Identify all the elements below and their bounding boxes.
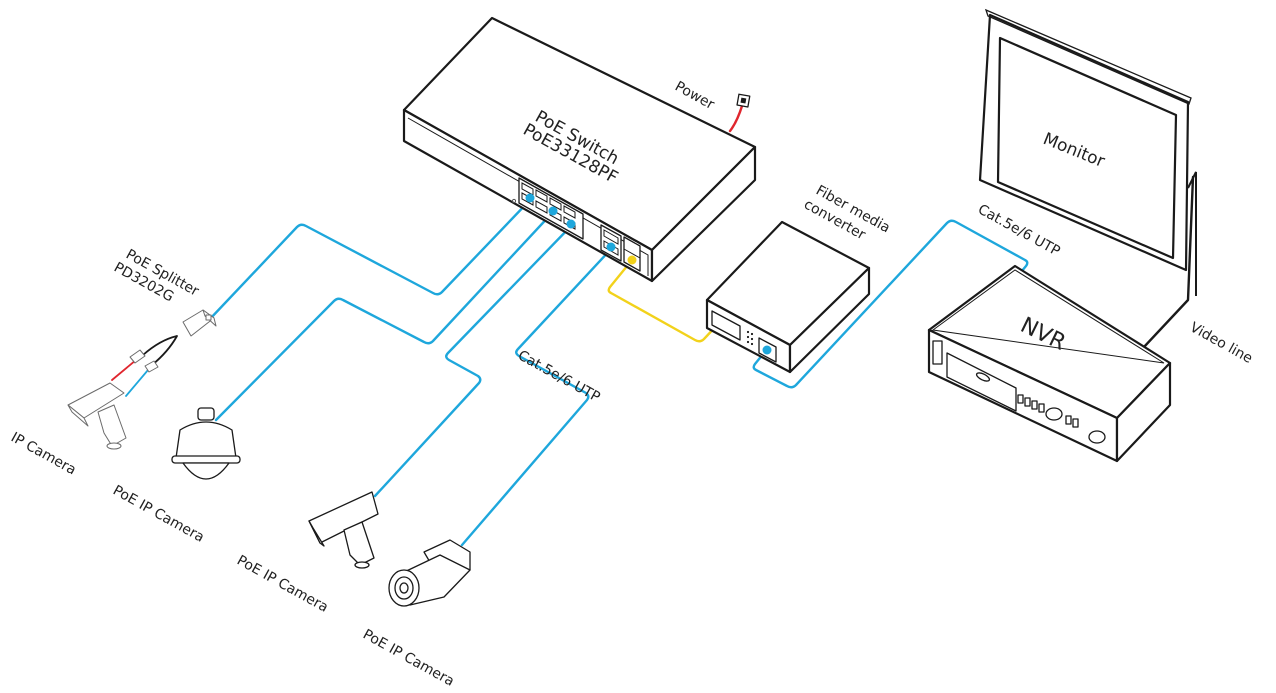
ip-camera-label: IP Camera [8, 430, 79, 479]
nvr-disk-tray [946, 352, 1017, 412]
bullet-camera-label: PoE IP Camera [360, 627, 457, 690]
nvr-side [1115, 361, 1172, 463]
converter-side [788, 266, 871, 374]
dome-camera-label: PoE IP Camera [110, 483, 207, 546]
cable-fiber-switch-to-converter [607, 258, 721, 343]
splitter-power-plug [129, 349, 146, 364]
bullet-camera-lens [399, 582, 409, 594]
dome-camera-housing [175, 421, 237, 459]
switch-port-2-connector[interactable] [548, 206, 558, 216]
nvr[interactable]: NVR [927, 264, 1172, 463]
power-label: Power [672, 79, 717, 114]
box-camera-body [308, 491, 379, 544]
cable-switch-to-splitter [207, 197, 533, 322]
switch-uplink-connector[interactable] [606, 242, 616, 252]
splitter-data-plug [144, 360, 159, 373]
converter-sfp-port [711, 310, 741, 341]
cable-video-nvr-to-monitor [1141, 175, 1195, 350]
nvr-front-buttons [1017, 394, 1079, 428]
cable-switch-to-box-camera [373, 223, 574, 498]
switch-sfp-connector[interactable] [627, 255, 637, 265]
ip-camera[interactable]: IP Camera [8, 382, 127, 479]
cables [111, 104, 1195, 547]
nvr-knob-2[interactable] [1088, 430, 1106, 444]
switch-port-3-connector[interactable] [566, 219, 576, 229]
cable-converter-to-nvr [752, 219, 1029, 389]
dome-camera-lens [182, 462, 230, 480]
converter-leds [746, 330, 754, 346]
nvr-power-button[interactable] [932, 340, 943, 365]
splitter-body [182, 309, 215, 337]
cable-splitter-data-out [125, 369, 149, 397]
cable-power [728, 104, 744, 133]
converter-rj45-connector[interactable] [762, 345, 772, 355]
cable-splitter-branch [142, 335, 178, 366]
ip-camera-mount [97, 404, 127, 447]
poe-camera-box[interactable]: PoE IP Camera [234, 491, 379, 616]
fiber-media-converter[interactable]: Fiber media converter [705, 183, 893, 374]
switch-side [650, 145, 757, 283]
switch-port-1-connector[interactable] [525, 193, 535, 203]
poe-camera-bullet[interactable]: PoE IP Camera [360, 539, 471, 690]
dome-camera-cap [197, 407, 215, 421]
box-camera-mount [343, 521, 375, 566]
monitor[interactable]: Monitor [978, 8, 1197, 296]
monitor-screen [996, 36, 1178, 260]
poe-camera-dome[interactable]: PoE IP Camera [110, 407, 241, 546]
power-outlet[interactable]: Power [672, 79, 751, 114]
cable-label-camera: Cat.5e/6 UTP [515, 348, 602, 406]
cable-switch-to-dome-camera [214, 210, 555, 422]
nvr-knob[interactable] [1045, 407, 1063, 421]
cable-splitter-power-out [111, 359, 137, 381]
power-plug-icon [740, 97, 747, 104]
cable-switch-to-bullet-camera [460, 246, 614, 547]
poe-switch[interactable]: PoE Switch PoE33128PF [402, 16, 757, 283]
cable-label-video: Video line [1187, 320, 1255, 367]
box-camera-label: PoE IP Camera [234, 553, 331, 616]
